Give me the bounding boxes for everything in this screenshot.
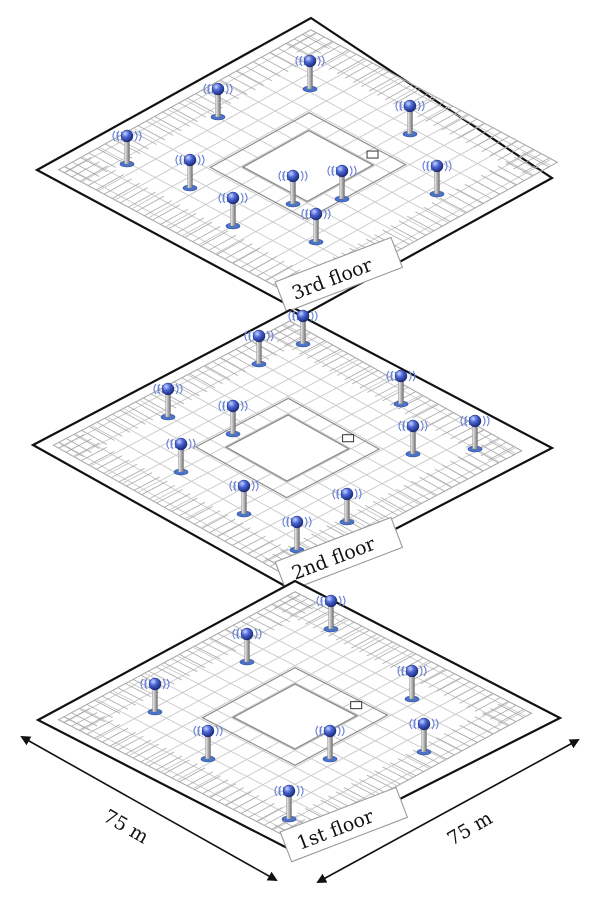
wireless-antenna-icon [386,369,416,408]
wireless-antenna-icon [422,159,452,198]
wireless-antenna-icon [218,399,248,438]
signal-waves-icon [153,383,183,395]
signal-waves-icon [140,678,170,690]
signal-waves-icon [175,154,205,166]
courtyard-corridor [209,112,407,220]
wireless-antenna-icon [153,382,183,421]
signal-waves-icon [422,160,452,172]
access-points [153,309,490,554]
wireless-antenna-icon [232,627,262,666]
outer-corridor [52,320,523,576]
wireless-antenna-icon [278,169,308,208]
wireless-antenna-icon [295,54,325,93]
stair-marker [350,701,363,710]
wireless-antenna-icon [244,329,274,368]
floor-label-plaque [274,236,404,313]
signal-waves-icon [166,438,196,450]
right-dimension-label: 75 m [444,807,497,850]
signal-waves-icon [332,488,362,500]
outer-corridor [57,29,559,303]
central-courtyard [241,129,375,203]
wireless-antenna-icon [395,99,425,138]
signal-waves-icon [232,628,262,640]
wireless-antenna-icon [288,309,318,348]
floor-plan: 2nd floor [30,308,555,593]
wireless-antenna-icon [301,207,331,246]
floor-label-plaque [274,516,404,593]
wireless-antenna-icon [274,784,304,823]
floor-plan: 3rd floor [34,16,559,316]
wireless-antenna-icon [203,82,233,121]
signal-waves-icon [218,192,248,204]
signal-waves-icon [218,400,248,412]
wireless-antenna-icon [397,664,427,703]
wireless-antenna-icon [166,437,196,476]
stair-marker [342,434,355,443]
signal-waves-icon [386,370,416,382]
wireless-antenna-icon [229,479,259,518]
signal-waves-icon [409,718,439,730]
access-points [112,54,452,246]
stair-marker [366,150,379,159]
wireless-antenna-icon [460,414,490,453]
right-dimension-arrow [316,739,580,883]
wireless-antenna-icon [282,515,312,554]
signal-waves-icon [282,516,312,528]
wireless-antenna-icon [316,594,346,633]
central-courtyard [224,414,351,482]
wireless-antenna-icon [112,129,142,168]
left-dimension-arrow [20,736,278,881]
signal-waves-icon [295,55,325,67]
signal-waves-icon [316,595,346,607]
signal-waves-icon [244,330,274,342]
wireless-antenna-icon [327,164,357,203]
wireless-antenna-icon [218,191,248,230]
wireless-antenna-icon [140,677,170,716]
left-dimension-label: 75 m [100,805,153,848]
wireless-antenna-icon [332,487,362,526]
signal-waves-icon [395,100,425,112]
signal-waves-icon [229,480,259,492]
signal-waves-icon [301,208,331,220]
signal-waves-icon [288,310,318,322]
wireless-antenna-icon [175,153,205,192]
wireless-antenna-icon [398,419,428,458]
